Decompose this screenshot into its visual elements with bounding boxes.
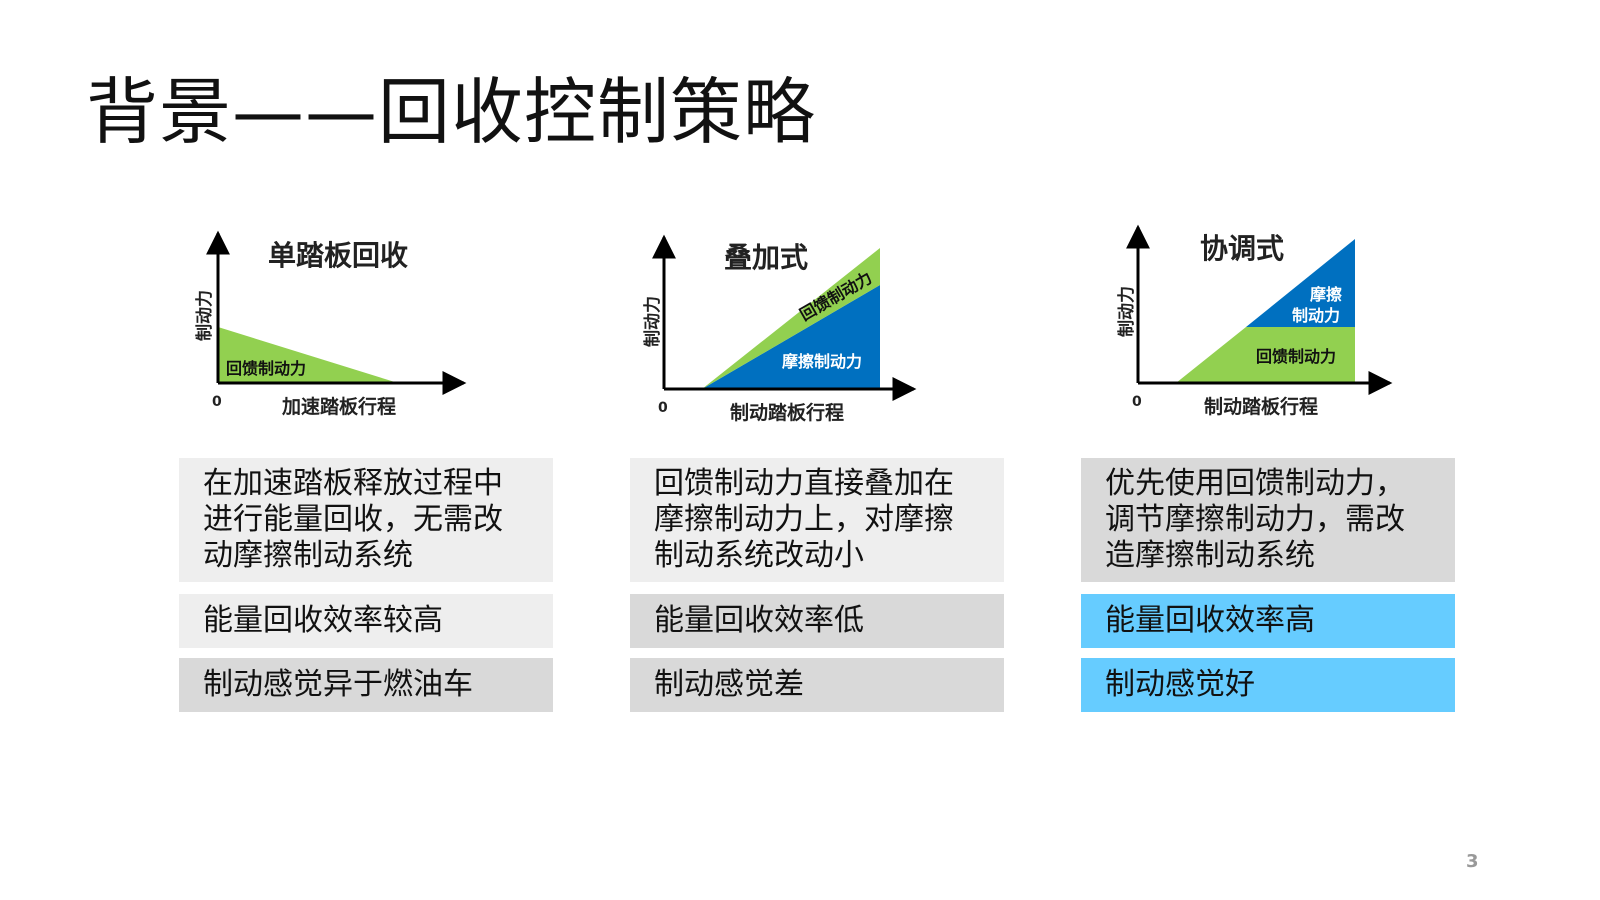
regen-force-area bbox=[218, 327, 398, 383]
superposition-description-box: 回馈制动力直接叠加在摩擦制动力上，对摩擦制动系统改动小 bbox=[630, 458, 1004, 582]
friction-force-label-line1: 摩擦 bbox=[1310, 285, 1342, 304]
origin-label: 0 bbox=[212, 394, 222, 410]
friction-force-label-line2: 制动力 bbox=[1292, 306, 1340, 325]
regen-force-label: 回馈制动力 bbox=[226, 359, 306, 378]
superposition-diagram: 叠加式 制动力 回馈制动力 摩擦制动力 0 制动踏板行程 bbox=[642, 234, 917, 424]
x-axis-label: 制动踏板行程 bbox=[1204, 395, 1318, 418]
diagram-title: 叠加式 bbox=[724, 241, 808, 274]
description-text: 回馈制动力直接叠加在摩擦制动力上，对摩擦制动系统改动小 bbox=[654, 466, 954, 573]
origin-label: 0 bbox=[658, 400, 668, 416]
diagram-title: 协调式 bbox=[1200, 232, 1284, 265]
coordinated-description-box: 优先使用回馈制动力，调节摩擦制动力，需改造摩擦制动系统 bbox=[1081, 458, 1455, 582]
regen-force-area bbox=[1176, 327, 1355, 383]
regen-force-area bbox=[702, 248, 880, 389]
y-axis-label: 制动力 bbox=[1116, 286, 1137, 337]
single-pedal-description-box: 在加速踏板释放过程中进行能量回收，无需改动摩擦制动系统 bbox=[179, 458, 553, 582]
single-pedal-feel-box: 制动感觉异于燃油车 bbox=[179, 658, 553, 712]
feel-text: 制动感觉异于燃油车 bbox=[203, 667, 473, 702]
coordinated-feel-box: 制动感觉好 bbox=[1081, 658, 1455, 712]
single-pedal-efficiency-box: 能量回收效率较高 bbox=[179, 594, 553, 648]
page-title: 背景——回收控制策略 bbox=[86, 70, 817, 154]
x-axis-label: 加速踏板行程 bbox=[281, 395, 396, 418]
x-axis-label: 制动踏板行程 bbox=[730, 401, 844, 424]
description-text: 优先使用回馈制动力，调节摩擦制动力，需改造摩擦制动系统 bbox=[1105, 466, 1405, 573]
diagram-title: 单踏板回收 bbox=[268, 239, 408, 272]
page-number: 3 bbox=[1466, 851, 1479, 872]
origin-label: 0 bbox=[1132, 394, 1142, 410]
superposition-efficiency-box: 能量回收效率低 bbox=[630, 594, 1004, 648]
y-axis-label: 制动力 bbox=[642, 296, 663, 347]
efficiency-text: 能量回收效率高 bbox=[1105, 603, 1315, 638]
efficiency-text: 能量回收效率低 bbox=[654, 603, 864, 638]
coordinated-diagram: 协调式 制动力 摩擦 制动力 回馈制动力 0 制动踏板行程 bbox=[1116, 224, 1393, 418]
efficiency-text: 能量回收效率较高 bbox=[203, 603, 443, 638]
single-pedal-diagram: 单踏板回收 制动力 回馈制动力 0 加速踏板行程 bbox=[194, 230, 467, 418]
friction-force-label: 摩擦制动力 bbox=[782, 352, 862, 371]
friction-force-area bbox=[1246, 239, 1355, 327]
coordinated-efficiency-box: 能量回收效率高 bbox=[1081, 594, 1455, 648]
description-text: 在加速踏板释放过程中进行能量回收，无需改动摩擦制动系统 bbox=[203, 466, 503, 573]
regen-force-label: 回馈制动力 bbox=[1256, 347, 1336, 366]
superposition-feel-box: 制动感觉差 bbox=[630, 658, 1004, 712]
feel-text: 制动感觉好 bbox=[1105, 667, 1255, 702]
feel-text: 制动感觉差 bbox=[654, 667, 804, 702]
y-axis-label: 制动力 bbox=[194, 290, 215, 341]
